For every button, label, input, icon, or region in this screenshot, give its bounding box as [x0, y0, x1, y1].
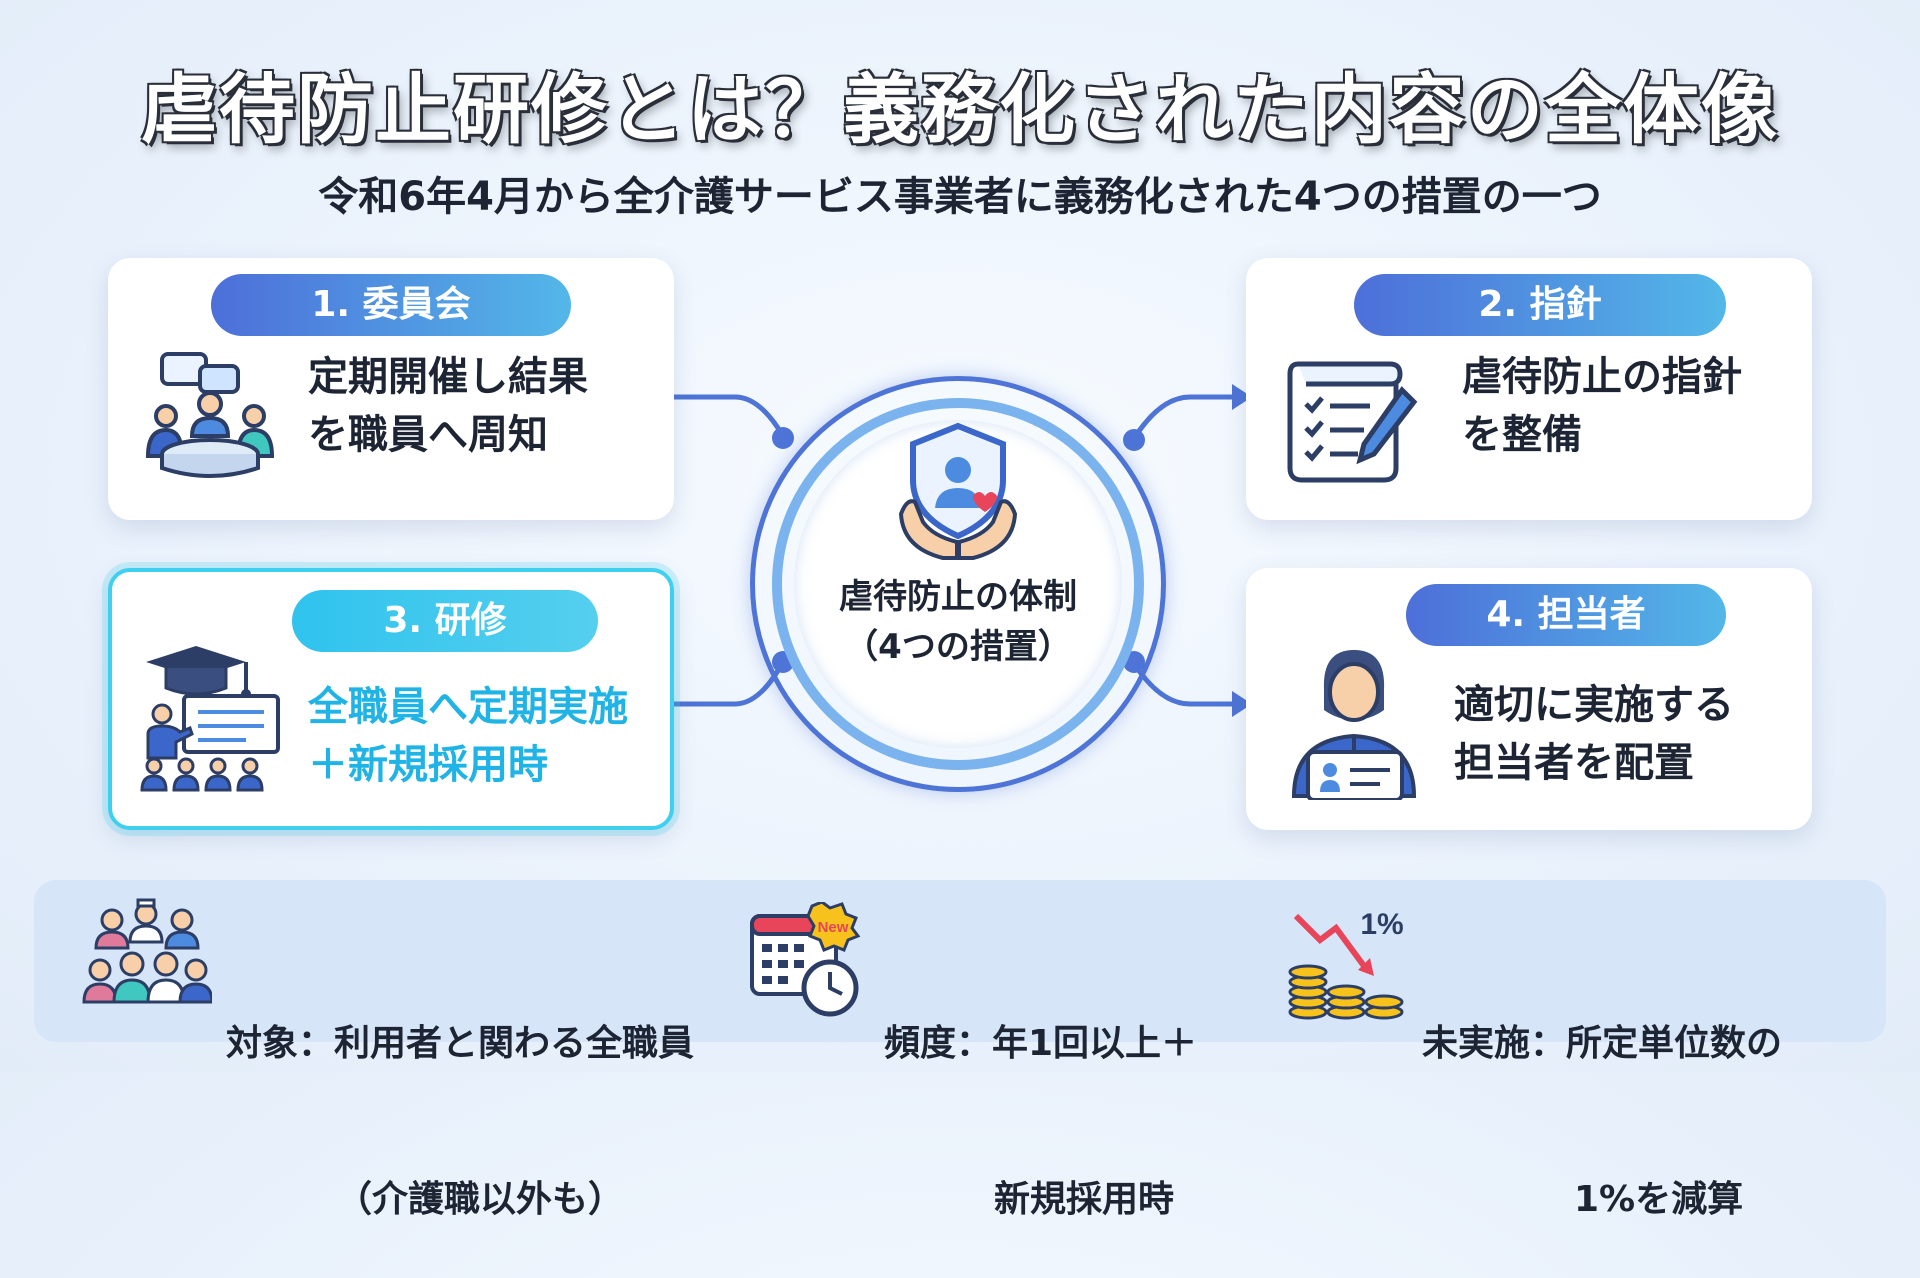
- measure-text-staff-line1: 適切に実施する: [1454, 682, 1734, 728]
- measure-text-guideline: 虐待防止の指針 を整備: [1462, 348, 1742, 464]
- measure-text-committee-line2: を職員へ周知: [308, 412, 548, 458]
- info-frequency: 頻度：年1回以上＋ 新規採用時: [884, 914, 1197, 1278]
- measure-card-committee: 1. 委員会 定期開催し結果 を職員へ周知: [108, 258, 674, 520]
- measure-label-training: 3. 研修: [292, 590, 598, 652]
- measure-text-guideline-line2: を整備: [1462, 412, 1582, 458]
- page-title: 虐待防止研修とは？義務化された内容の全体像: [141, 65, 1779, 154]
- measure-text-training-line1: 全職員へ定期実施: [308, 684, 628, 730]
- hub-inner-ring: [772, 398, 1144, 770]
- staff-badge-icon: [1291, 650, 1417, 800]
- measure-label-committee: 1. 委員会: [211, 274, 571, 336]
- new-badge-text: New: [818, 919, 849, 936]
- hub-label-line2: （4つの措置）: [844, 627, 1072, 667]
- measure-label-staff: 4. 担当者: [1406, 584, 1726, 646]
- info-penalty: 未実施：所定単位数の 1%を減算: [1422, 914, 1782, 1278]
- info-target-line1: 対象：利用者と関わる全職員: [226, 1023, 695, 1064]
- measure-text-staff: 適切に実施する 担当者を配置: [1454, 676, 1734, 792]
- percent-badge-text: 1%: [1360, 908, 1403, 941]
- info-penalty-line1: 未実施：所定単位数の: [1422, 1023, 1783, 1064]
- measure-text-staff-line2: 担当者を配置: [1454, 740, 1694, 786]
- measure-card-training: 3. 研修 全職員へ定期実施 ＋新規採用時: [108, 568, 674, 830]
- measure-label-guideline: 2. 指針: [1354, 274, 1726, 336]
- info-bar: [34, 880, 1886, 1042]
- measure-card-staff: 4. 担当者 適切に実施する 担当者を配置: [1246, 568, 1812, 830]
- measure-text-committee-line1: 定期開催し結果: [308, 354, 588, 400]
- document-checklist-icon: [1287, 361, 1418, 483]
- page-subtitle: 令和6年4月から全介護サービス事業者に義務化された4つの措置の一つ: [318, 174, 1602, 220]
- training-icon: [140, 646, 280, 792]
- measure-text-committee: 定期開催し結果 を職員へ周知: [308, 348, 588, 464]
- info-target: 対象：利用者と関わる全職員 （介護職以外も）: [226, 914, 694, 1278]
- measure-text-training-line2: ＋新規採用時: [308, 742, 548, 788]
- measure-text-guideline-line1: 虐待防止の指針: [1462, 354, 1742, 400]
- meeting-icon: [145, 352, 275, 478]
- measure-card-guideline: 2. 指針 虐待防止の指針 を整備: [1246, 258, 1812, 520]
- hub-label: 虐待防止の体制 （4つの措置）: [794, 572, 1122, 672]
- measure-text-training: 全職員へ定期実施 ＋新規採用時: [308, 678, 628, 794]
- info-penalty-line2: 1%を減算: [1574, 1179, 1744, 1220]
- hub-label-line1: 虐待防止の体制: [839, 577, 1077, 617]
- coins-decline-icon: 1%: [1288, 908, 1404, 1020]
- calendar-clock-icon: New: [750, 902, 861, 1017]
- info-frequency-line2: 新規採用時: [994, 1179, 1175, 1220]
- info-frequency-line1: 頻度：年1回以上＋: [884, 1023, 1198, 1064]
- info-target-line2: （介護職以外も）: [336, 1179, 625, 1220]
- hub-outer-ring: [750, 376, 1166, 792]
- shield-hands-icon: [898, 422, 1018, 560]
- staff-group-icon: [82, 898, 212, 1004]
